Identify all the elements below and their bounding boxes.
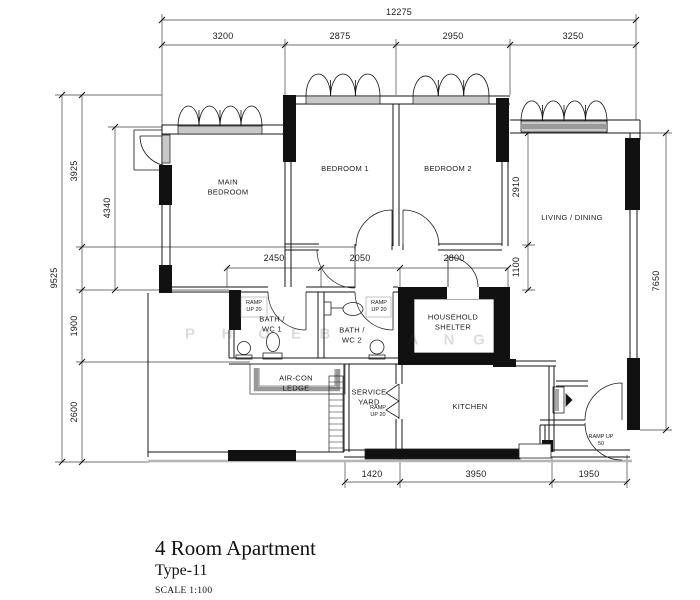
ramp-outlines — [240, 296, 392, 318]
ramp-up-20-label: RAMP UP 20 — [246, 300, 262, 313]
dim-top-4: 3250 — [562, 31, 584, 42]
toilet-bath1 — [262, 332, 283, 360]
ladder-hatch — [328, 375, 344, 453]
plan-title: 4 Room Apartment — [155, 536, 316, 560]
fixtures — [235, 296, 573, 460]
dimension-ticks — [58, 16, 670, 486]
dim-bottom-2: 3950 — [465, 469, 487, 480]
watermark-letter: P — [184, 325, 196, 343]
household-shelter-walls — [398, 285, 510, 365]
dim-mid-2: 2050 — [349, 253, 371, 264]
door-swings — [267, 209, 623, 461]
windows — [133, 73, 608, 171]
watermark-letter: B — [319, 325, 331, 343]
louver-door — [385, 383, 400, 419]
watermark-letter: A — [407, 331, 419, 349]
dim-top-1: 3200 — [212, 31, 234, 42]
dim-vert-1100: 1100 — [511, 256, 522, 278]
dimension-lines — [55, 14, 672, 488]
room-label-living-dining: LIVING / DINING — [541, 213, 603, 223]
interior-walls — [162, 104, 630, 458]
casement-arcs — [133, 73, 608, 171]
ramp-up-50-label: RAMP UP 50 — [588, 434, 614, 447]
plan-scale: SCALE 1:100 — [155, 586, 213, 596]
watermark-letter: E — [290, 325, 302, 343]
watermark-letter: O — [258, 325, 270, 343]
dim-right-2910: 2910 — [511, 176, 522, 198]
dim-top-total: 12275 — [385, 7, 413, 18]
basin-bath2 — [368, 339, 386, 360]
dim-right-7650: 7650 — [651, 270, 662, 292]
ramp-up-20-label: RAMP UP 20 — [370, 405, 386, 418]
room-label-bedroom-2: BEDROOM 2 — [424, 164, 472, 174]
dim-left-total: 9525 — [49, 267, 60, 289]
watermark-letter: H — [221, 325, 233, 343]
dim-left-3925: 3925 — [69, 160, 80, 182]
riser-duct — [552, 386, 573, 414]
room-label-aircon-ledge: AIR-CON LEDGE — [279, 373, 313, 392]
dim-bottom-1: 1420 — [361, 469, 383, 480]
toilet-bath2 — [323, 301, 364, 316]
dim-left-1900: 1900 — [69, 315, 80, 337]
room-label-bath-wc-1: BATH / WC 1 — [259, 314, 285, 333]
room-label-bath-wc-2: BATH / WC 2 — [339, 325, 365, 344]
wall-piers — [159, 95, 640, 461]
dim-mid-1: 2450 — [263, 253, 285, 264]
watermark-letter: G — [473, 331, 485, 349]
room-label-main-bedroom: MAIN BEDROOM — [207, 177, 249, 196]
dim-bottom-3: 1950 — [578, 469, 600, 480]
watermark-letter: N — [443, 331, 455, 349]
dim-left-4340: 4340 — [102, 197, 113, 219]
room-label-household-shelter: HOUSEHOLD SHELTER — [427, 312, 479, 331]
dim-top-2: 2875 — [329, 31, 351, 42]
room-label-bedroom-1: BEDROOM 1 — [321, 164, 369, 174]
basin-bath1 — [235, 341, 253, 360]
dim-left-2600: 2600 — [69, 401, 80, 423]
dim-top-3: 2950 — [442, 31, 464, 42]
kitchen-counter — [364, 443, 552, 460]
ramp-up-20-label: RAMP UP 20 — [371, 300, 387, 313]
aircon-ledge-rail — [249, 363, 346, 395]
dim-mid-3: 2800 — [443, 253, 465, 264]
room-label-kitchen: KITCHEN — [452, 402, 488, 412]
room-label-service-yard: SERVICE YARD — [351, 387, 387, 406]
plan-type: Type-11 — [155, 562, 208, 579]
